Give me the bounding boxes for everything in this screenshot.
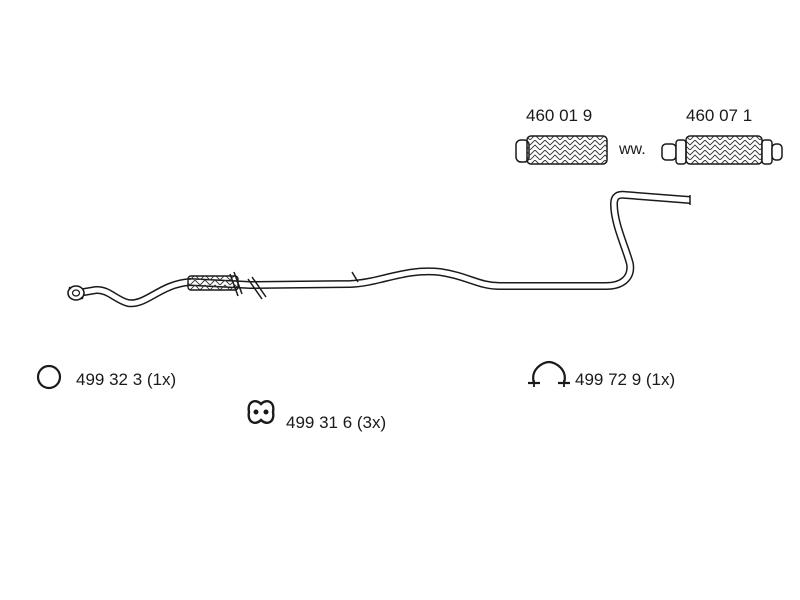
ring-part-label: 499 32 3 (1x) [76,370,177,389]
pipe-hanger-bracket-1 [229,271,243,297]
flex-connector-a-icon [515,135,608,165]
flex-connector-b-number: 460 07 1 [686,106,753,125]
inlet-flange-icon [67,285,85,301]
hanger-part-label: 499 31 6 (3x) [286,413,387,432]
ring-icon [36,364,62,390]
alternative-separator: ww. [619,141,646,158]
pipe-clamp-icon [528,360,570,387]
flex-connector-b-icon [661,135,783,165]
pipe-hanger-bracket-3 [351,271,359,283]
exhaust-pipe-icon [67,190,691,308]
rubber-hanger-icon [247,400,275,424]
flex-connector-a-number: 460 01 9 [526,106,593,125]
clamp-part-label: 499 72 9 (1x) [575,370,676,389]
inline-flex-section [187,275,239,291]
pipe-hanger-bracket-2 [247,276,267,300]
